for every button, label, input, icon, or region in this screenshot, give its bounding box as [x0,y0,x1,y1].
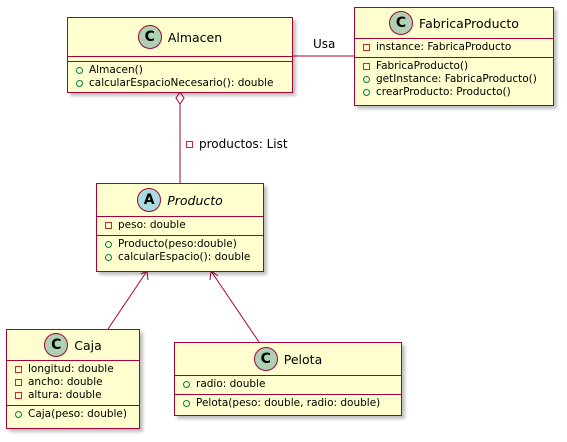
attributes-section: radio: double [175,375,401,394]
private-marker-icon [15,379,22,386]
private-marker-icon [105,222,112,229]
class-almacen[interactable]: C Almacen Almacen() calcularEspacioNeces… [67,17,293,93]
class-producto[interactable]: A Producto peso: double Producto(peso:do… [96,183,264,272]
methods-section: Producto(peso:double) calcularEspacio():… [97,235,263,267]
class-pelota[interactable]: C Pelota radio: double Pelota(peso: doub… [174,342,402,416]
method-row: FabricaProducto() [361,60,553,73]
method-row: Pelota(peso: double, radio: double) [181,397,401,410]
aggregation-diamond [175,91,185,105]
class-name: Pelota [283,351,323,367]
attributes-section [68,56,292,61]
public-marker-icon [183,381,190,388]
attribute-row: peso: double [103,219,263,232]
class-stereotype-icon: C [389,11,414,35]
methods-section: Almacen() calcularEspacioNecesario(): do… [68,61,292,93]
pelota-inheritance-line [210,270,260,343]
abstract-stereotype-icon: A [137,188,162,212]
attribute-row: radio: double [181,378,401,391]
class-name: Caja [74,337,102,353]
private-marker-icon [363,44,370,51]
method-row: Producto(peso:double) [103,238,263,251]
private-marker-icon [363,63,370,70]
private-marker-icon [15,366,22,373]
class-fabricaproducto[interactable]: C FabricaProducto instance: FabricaProdu… [354,7,554,106]
method-row: calcularEspacio(): double [103,251,263,264]
attributes-section: longitud: double ancho: double altura: d… [7,360,139,405]
class-stereotype-icon: C [44,333,69,357]
method-row: Almacen() [74,64,292,77]
class-name: FabricaProducto [419,15,519,31]
methods-section: Pelota(peso: double, radio: double) [175,394,401,413]
attributes-section: instance: FabricaProducto [355,38,553,57]
usa-relation-label: Usa [313,37,336,51]
public-marker-icon [105,241,112,248]
public-marker-icon [105,254,112,261]
public-marker-icon [76,67,83,74]
class-stereotype-icon: C [137,25,162,49]
productos-relation-label: productos: List [184,137,288,151]
private-marker-icon [15,392,22,399]
private-marker-icon [186,140,193,148]
method-row: crearProducto: Producto() [361,86,553,99]
attributes-section: peso: double [97,216,263,235]
public-marker-icon [363,89,370,96]
class-name: Almacen [167,29,223,45]
method-row: getInstance: FabricaProducto() [361,73,553,86]
public-marker-icon [15,411,22,418]
method-row: calcularEspacioNecesario(): double [74,77,292,90]
attribute-row: instance: FabricaProducto [361,41,553,54]
attribute-row: ancho: double [13,376,139,389]
caja-inheritance-line [107,270,148,330]
class-caja[interactable]: C Caja longitud: double ancho: double al… [6,329,140,429]
public-marker-icon [363,76,370,83]
methods-section: Caja(peso: double) [7,405,139,424]
methods-section: FabricaProducto() getInstance: FabricaPr… [355,57,553,102]
class-stereotype-icon: C [253,347,278,371]
class-name: Producto [167,192,223,208]
method-row: Caja(peso: double) [13,408,139,421]
public-marker-icon [183,400,190,407]
attribute-row: altura: double [13,389,139,402]
public-marker-icon [76,80,83,87]
attribute-row: longitud: double [13,363,139,376]
